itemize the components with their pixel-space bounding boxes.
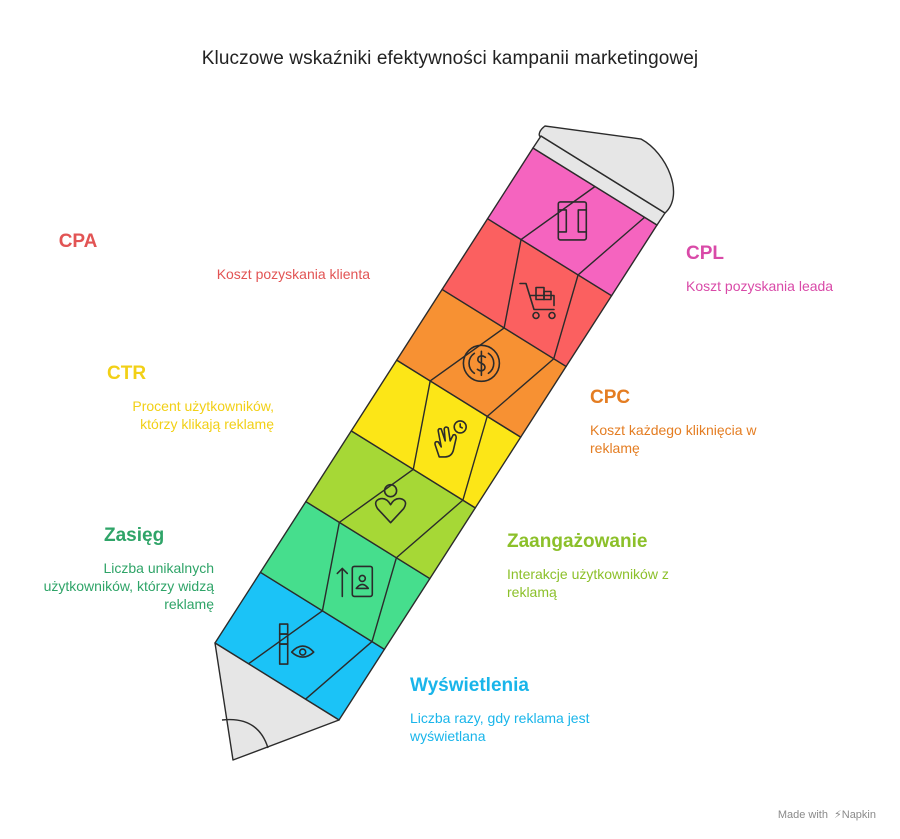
eye-icon-bar-3 xyxy=(278,643,289,665)
napkin-logo-icon: ⚡ xyxy=(834,809,842,821)
pencil-divider-lines xyxy=(248,185,646,700)
label-engagement-desc: Interakcje użytkowników z reklamą xyxy=(507,566,669,600)
coin-icon-dollar xyxy=(476,350,487,377)
envelope-icon-body xyxy=(557,201,588,241)
label-cpc: CPC Koszt każdego kliknięcia w reklamę xyxy=(590,387,780,457)
label-cpa-title: CPA xyxy=(58,231,98,252)
user-card-icon xyxy=(336,565,374,598)
pencil-eraser xyxy=(538,125,675,214)
heart-person-icon xyxy=(374,483,407,524)
label-cpa: CPA Koszt pozyskania klienta xyxy=(59,231,370,283)
label-cpl: CPL Koszt pozyskania leada xyxy=(686,243,833,295)
label-impressions-title: Wyświetlenia xyxy=(410,675,529,696)
pencil-tip-lead xyxy=(221,718,269,749)
pencil-icons xyxy=(278,201,588,665)
dollar-coin-icon xyxy=(462,344,501,383)
envelope-icon-flap xyxy=(557,209,588,233)
hand-icon-clock-hands xyxy=(459,423,464,429)
card-icon-body xyxy=(355,583,370,590)
label-engagement-title: Zaangażowanie xyxy=(507,531,648,552)
eye-icon-pupil xyxy=(298,648,307,656)
click-hand-icon xyxy=(434,420,468,458)
made-with-credit: Made with ⚡Napkin xyxy=(778,808,876,821)
cart-icon-wheel-2 xyxy=(548,311,556,320)
cart-icon-frame xyxy=(519,282,555,311)
label-cpc-desc: Koszt każdego kliknięcia w reklamę xyxy=(590,422,757,456)
pencil-tip xyxy=(214,642,340,761)
coin-icon-outer xyxy=(462,344,501,383)
credit-prefix: Made with xyxy=(777,809,828,821)
label-ctr-desc: Procent użytkowników, którzy klikają rek… xyxy=(132,398,274,432)
label-impressions-desc: Liczba razy, gdy reklama jest wyświetlan… xyxy=(410,710,590,744)
column-divider-1 xyxy=(248,185,596,665)
card-icon-head xyxy=(358,574,367,583)
hand-icon-clock xyxy=(453,420,468,434)
label-cpl-title: CPL xyxy=(686,243,724,264)
credit-brand: Napkin xyxy=(841,809,876,821)
cart-icon-box-2 xyxy=(543,290,552,301)
page-title: Kluczowe wskaźniki efektywności kampanii… xyxy=(201,48,699,69)
label-cpl-desc: Koszt pozyskania leada xyxy=(686,278,834,294)
label-impressions: Wyświetlenia Liczba razy, gdy reklama je… xyxy=(410,675,590,745)
hand-icon-shape xyxy=(434,426,458,458)
label-cpc-title: CPC xyxy=(590,387,631,408)
label-reach-desc: Liczba unikalnych użytkowników, którzy w… xyxy=(43,560,214,612)
label-ctr: CTR Procent użytkowników, którzy klikają… xyxy=(104,363,274,433)
label-cpa-desc: Koszt pozyskania klienta xyxy=(216,266,370,282)
label-reach-title: Zasięg xyxy=(104,525,165,546)
eye-icon-outline xyxy=(290,645,315,658)
heart-icon-heart xyxy=(374,497,407,524)
eye-icon xyxy=(278,623,315,665)
label-engagement: Zaangażowanie Interakcje użytkowników z … xyxy=(507,531,697,601)
label-reach: Zasięg Liczba unikalnych użytkowników, k… xyxy=(14,525,214,613)
label-ctr-title: CTR xyxy=(107,363,147,384)
envelope-icon xyxy=(557,201,588,241)
coin-icon-inner xyxy=(468,352,495,375)
shopping-cart-icon xyxy=(519,282,556,320)
card-icon-frame xyxy=(351,565,374,598)
heart-icon-head xyxy=(383,483,398,498)
column-divider-2 xyxy=(305,216,646,700)
card-icon-arrow xyxy=(336,567,349,598)
cart-icon-wheel-1 xyxy=(532,311,540,320)
